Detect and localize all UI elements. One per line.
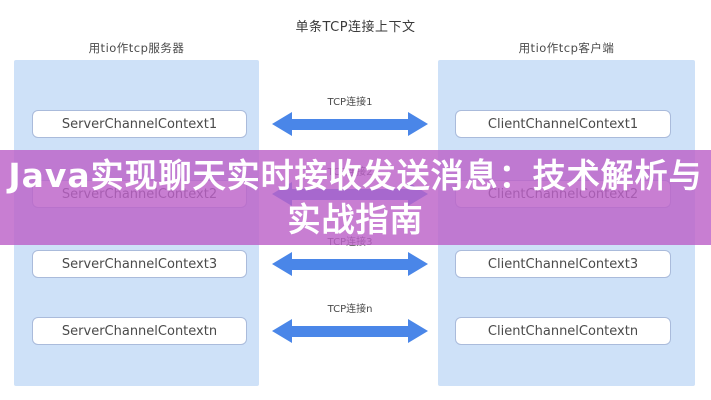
arrow-left-head-icon [272, 252, 292, 276]
server-channel-context-box: ServerChannelContext3 [32, 250, 247, 278]
banner-title-line-1: Java实现聊天实时接收发送消息：技术解析与 [8, 155, 703, 195]
client-channel-context-box: ClientChannelContext1 [455, 110, 671, 138]
arrow-right-head-icon [408, 319, 428, 343]
banner-title-line-2: 实战指南 [287, 199, 424, 239]
server-channel-context-box: ServerChannelContextn [32, 317, 247, 345]
article-title-banner: Java实现聊天实时接收发送消息：技术解析与 实战指南 [0, 150, 711, 245]
server-panel-header: 用tio作tcp服务器 [88, 41, 185, 55]
server-channel-context-box: ServerChannelContext1 [32, 110, 247, 138]
bidirectional-arrow [272, 112, 428, 136]
bidirectional-arrow [272, 319, 428, 343]
client-panel-header: 用tio作tcp客户端 [518, 41, 615, 55]
arrow-right-head-icon [408, 112, 428, 136]
tcp-connection-label: TCP连接1 [327, 97, 373, 108]
tcp-connection-label: TCP连接n [327, 304, 373, 315]
diagram-title: 单条TCP连接上下文 [295, 20, 416, 35]
arrow-shaft [292, 325, 408, 337]
arrow-right-head-icon [408, 252, 428, 276]
arrow-left-head-icon [272, 112, 292, 136]
arrow-shaft [292, 118, 408, 130]
arrow-shaft [292, 258, 408, 270]
arrow-left-head-icon [272, 319, 292, 343]
client-channel-context-box: ClientChannelContext3 [455, 250, 671, 278]
client-channel-context-box: ClientChannelContextn [455, 317, 671, 345]
bidirectional-arrow [272, 252, 428, 276]
